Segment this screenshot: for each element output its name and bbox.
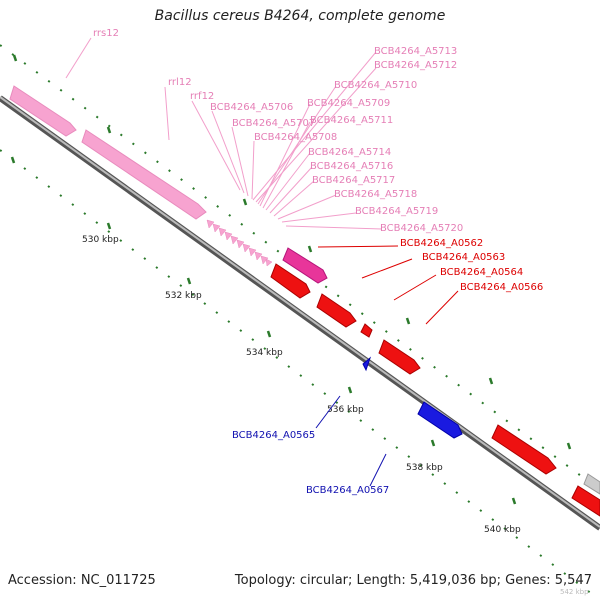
gene-a0564-feature[interactable]	[360, 323, 373, 338]
magenta-gene-feature[interactable]	[282, 247, 328, 284]
rna-features	[9, 85, 273, 267]
gene-a0562-feature[interactable]	[270, 263, 311, 299]
scale-label-540: 540 kbp	[484, 525, 521, 535]
label-a0563: BCB4264_A0563	[422, 252, 505, 263]
scale-label-532: 532 kbp	[165, 291, 202, 301]
rrs12-feature	[9, 85, 77, 137]
scale-label-530: 530 kbp	[82, 235, 119, 245]
label-a5713: BCB4264_A5713	[374, 46, 457, 57]
label-a5714: BCB4264_A5714	[308, 147, 391, 158]
forward-label-leaders	[317, 245, 459, 325]
label-rrf12: rrf12	[190, 91, 214, 102]
label-a0562: BCB4264_A0562	[400, 238, 483, 249]
label-a5708: BCB4264_A5708	[254, 132, 337, 143]
reverse-label-leaders	[315, 395, 387, 487]
label-a5706: BCB4264_A5706	[210, 102, 293, 113]
reverse-labels: BCB4264_A0565 BCB4264_A0567	[232, 430, 389, 496]
accession-text: Accession: NC_011725	[8, 573, 156, 588]
scale-label-542: 542 kbp	[560, 588, 589, 596]
label-a5711: BCB4264_A5711	[310, 115, 393, 126]
gene-edge-red-feature[interactable]	[571, 485, 600, 517]
scale-labels: 530 kbp 532 kbp 534 kbp 536 kbp 538 kbp …	[82, 235, 589, 596]
label-a5709: BCB4264_A5709	[307, 98, 390, 109]
label-a5719: BCB4264_A5719	[355, 206, 438, 217]
forward-gene-features	[270, 263, 600, 517]
reverse-gene-features	[362, 356, 463, 439]
major-ticks	[10, 54, 572, 505]
label-a5707: BCB4264_A5707	[232, 118, 315, 129]
map-title: Bacillus cereus B4264, complete genome	[154, 8, 446, 24]
dotted-guides	[0, 44, 600, 600]
label-a5716: BCB4264_A5716	[310, 161, 393, 172]
label-a5712: BCB4264_A5712	[374, 60, 457, 71]
scale-label-536: 536 kbp	[327, 405, 364, 415]
trna-cluster	[206, 219, 273, 267]
genome-backbone	[0, 95, 600, 531]
label-a5710: BCB4264_A5710	[334, 80, 417, 91]
rrl12-feature	[81, 129, 207, 220]
label-rrl12: rrl12	[168, 77, 192, 88]
rna-label-leaders	[65, 37, 383, 230]
label-a5720: BCB4264_A5720	[380, 223, 463, 234]
label-a5717: BCB4264_A5717	[312, 175, 395, 186]
genome-summary-text: Topology: circular; Length: 5,419,036 bp…	[234, 573, 592, 588]
lower-dotted-guide	[0, 149, 600, 600]
scale-label-538: 538 kbp	[406, 463, 443, 473]
label-a0567: BCB4264_A0567	[306, 485, 389, 496]
gene-a0565-feature[interactable]	[362, 356, 372, 372]
label-a0566: BCB4264_A0566	[460, 282, 543, 293]
scale-label-534: 534 kbp	[246, 348, 283, 358]
grey-gene-feature[interactable]	[583, 473, 600, 495]
label-a0565: BCB4264_A0565	[232, 430, 315, 441]
gene-a0566-feature[interactable]	[378, 339, 421, 375]
label-a5718: BCB4264_A5718	[334, 189, 417, 200]
gene-a0563-feature[interactable]	[316, 293, 357, 328]
rna-labels: rrs12 rrl12 rrf12 BCB4264_A5706 BCB4264_…	[93, 28, 463, 234]
label-a0564: BCB4264_A0564	[440, 267, 523, 278]
label-rrs12: rrs12	[93, 28, 119, 39]
gene-a0567-feature[interactable]	[417, 401, 463, 439]
forward-labels: BCB4264_A0562 BCB4264_A0563 BCB4264_A056…	[400, 238, 543, 293]
gene-right-red-feature[interactable]	[491, 424, 557, 475]
